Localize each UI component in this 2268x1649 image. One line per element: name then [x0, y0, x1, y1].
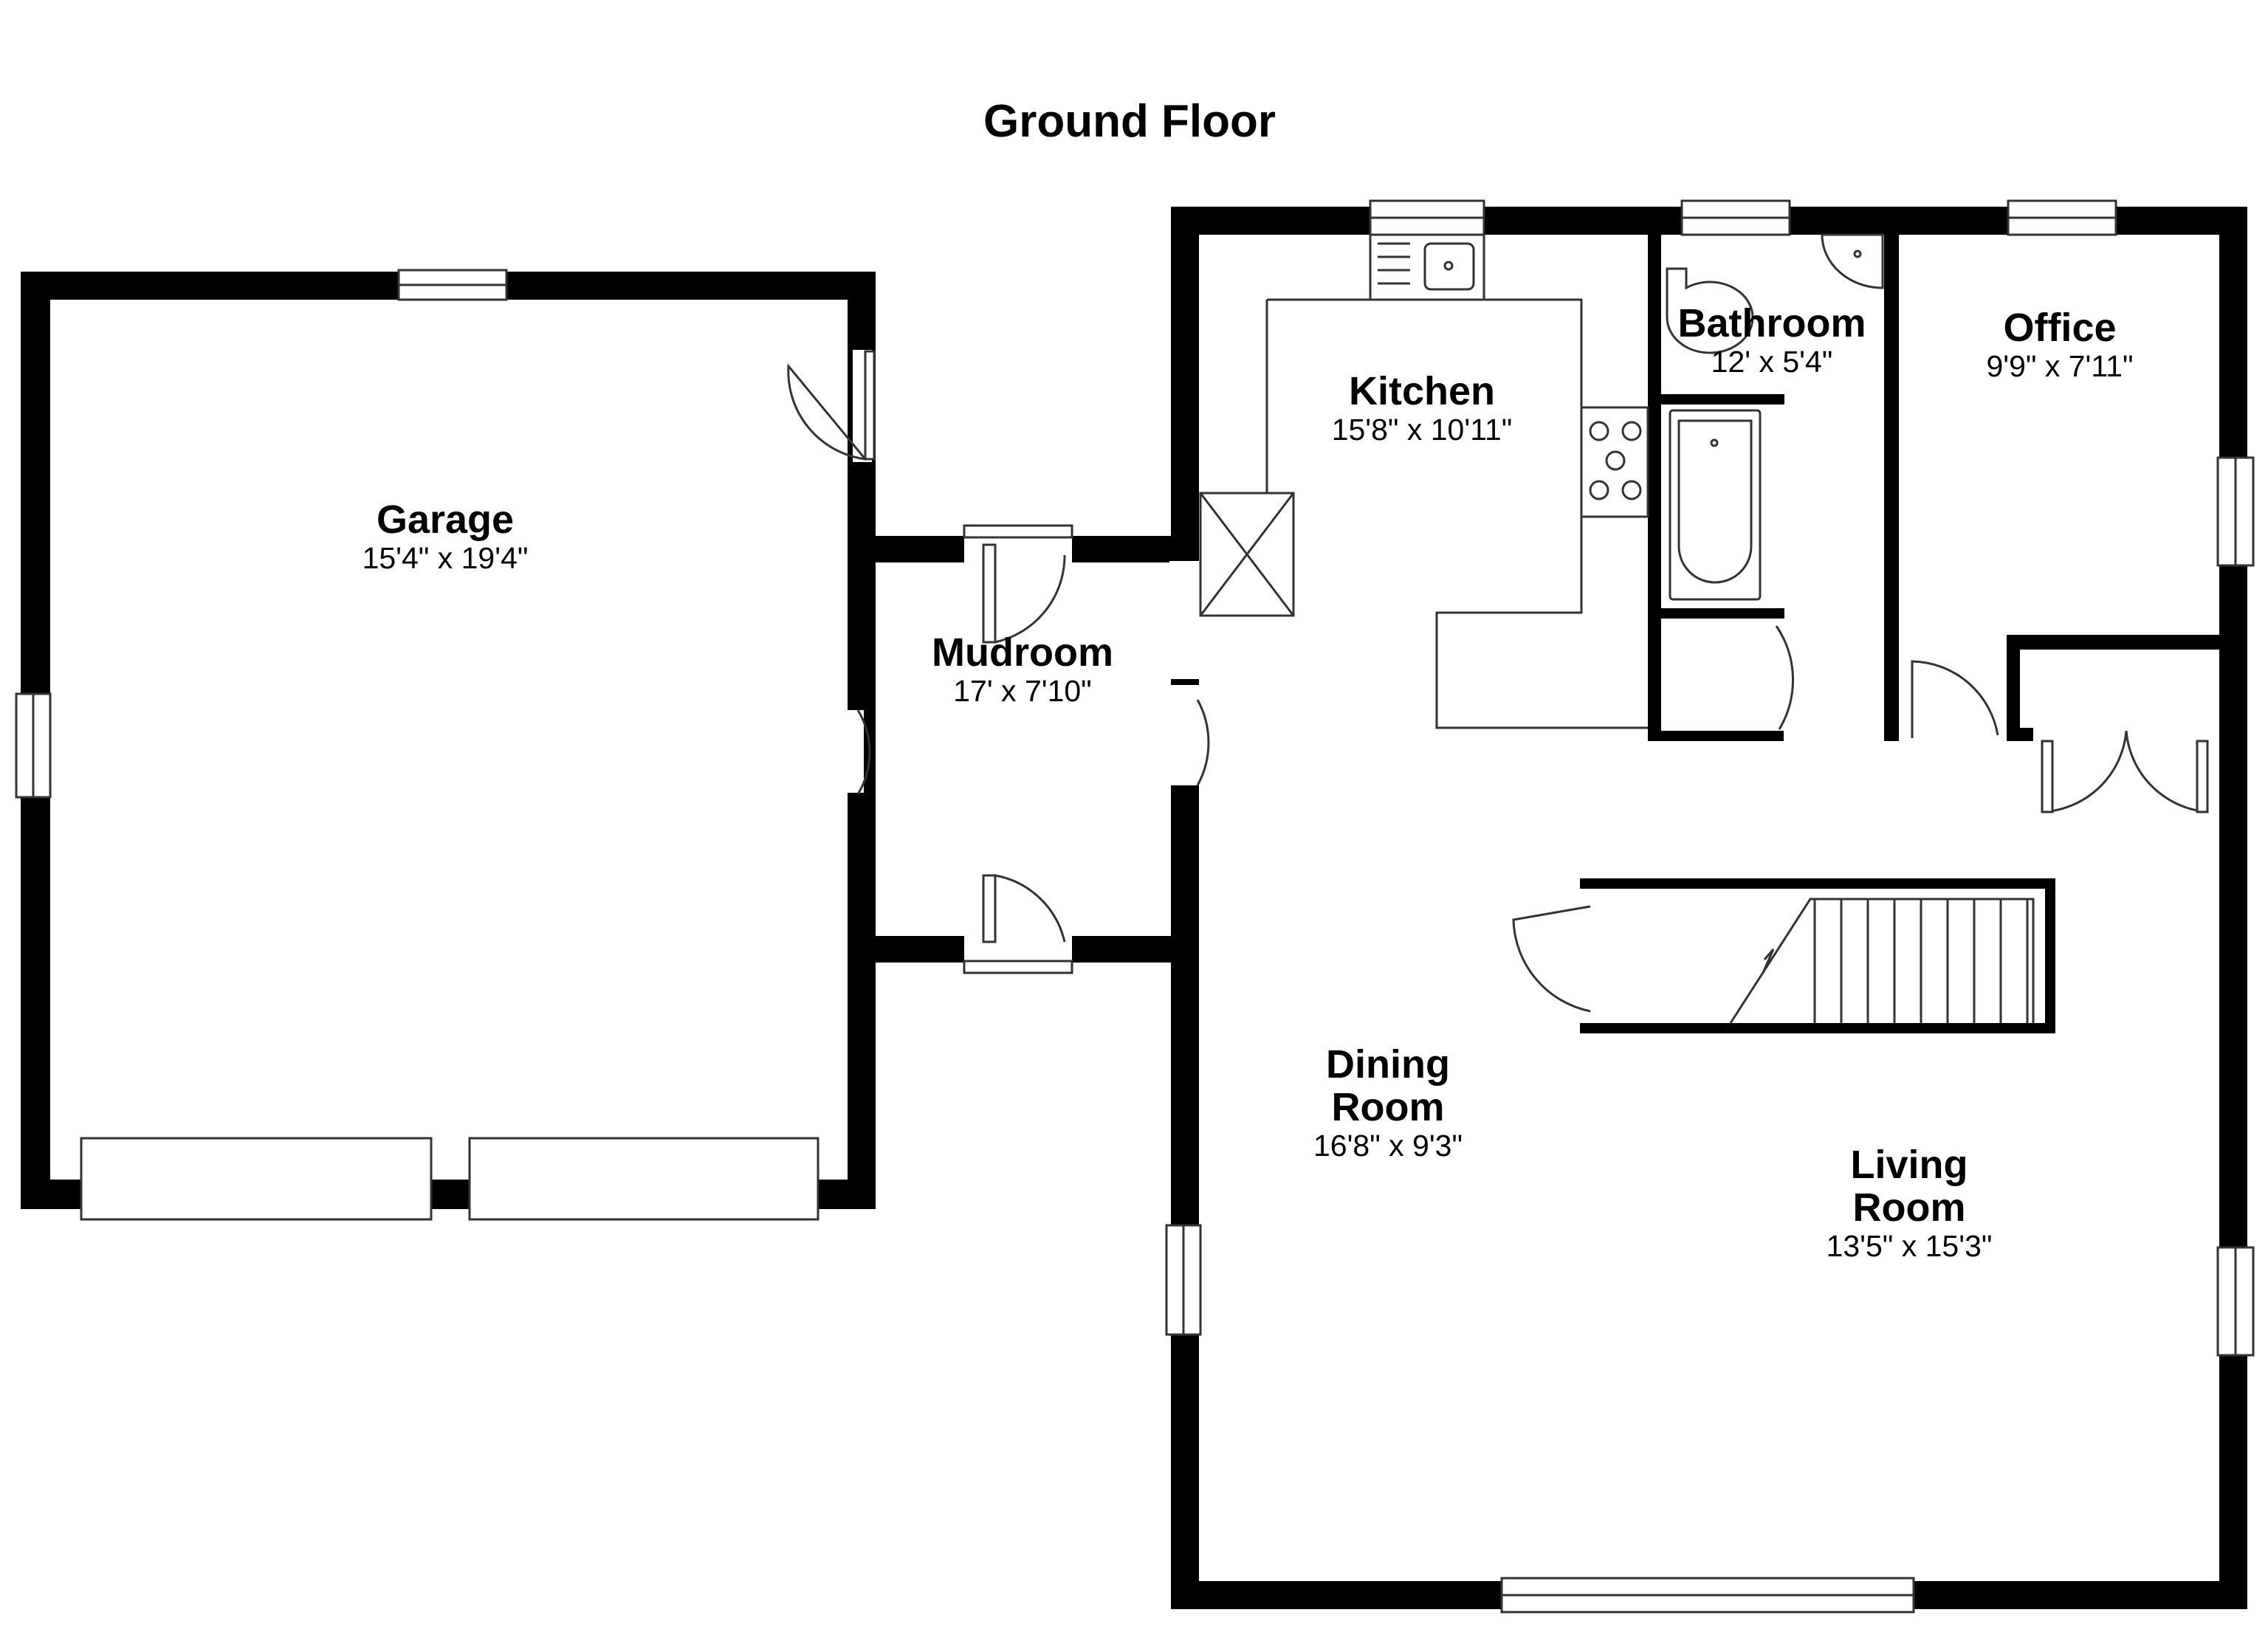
- stove-burner: [1589, 421, 1609, 441]
- bathroom-dims: 12' x 5'4": [1711, 345, 1833, 379]
- living-name-line2: Room: [1853, 1185, 1966, 1230]
- mudroom-window-bottom: [963, 960, 1073, 974]
- office-name: Office: [2003, 306, 2116, 350]
- dining-name-line2: Room: [1332, 1085, 1445, 1129]
- office-wall-bottom: [2007, 635, 2233, 650]
- stair-arrow: [1762, 949, 1775, 974]
- mudroom-top-door-swing: [994, 554, 1066, 644]
- stove-burner: [1621, 421, 1642, 441]
- mudroom-dims: 17' x 7'10": [953, 674, 1092, 708]
- closet-door-swing: [1775, 625, 1794, 730]
- bathroom-wall-right: [1884, 221, 1899, 741]
- garage-side-door-swing: [787, 363, 867, 461]
- bathroom-wall-left: [1648, 221, 1661, 741]
- living-name-line1: Living: [1851, 1143, 1968, 1187]
- garage-wall-bottom-left: [21, 1180, 81, 1209]
- house-wall-right: [2219, 207, 2247, 1609]
- office-door-gap: [1899, 650, 2007, 741]
- mudroom-name: Mudroom: [932, 630, 1113, 675]
- mudroom-kitchen-gap: [1169, 561, 1200, 679]
- office-dims: 9'9" x 7'11": [1986, 349, 2133, 383]
- bathtub: [1669, 409, 1762, 601]
- garage-door-right: [468, 1137, 819, 1221]
- house-wall-left: [1171, 207, 1199, 1609]
- staircase: [1729, 898, 2035, 1024]
- mudroom-bottom-door-swing: [994, 874, 1066, 943]
- windows: [15, 199, 2255, 1614]
- closet-wall-bottom: [1648, 731, 1788, 741]
- closet-wall-top: [1648, 608, 1784, 619]
- garage-wall-bottom-right: [818, 1180, 876, 1209]
- bathroom-corner-sink: [1821, 233, 1884, 289]
- kitchen-fixtures: [1199, 233, 1649, 729]
- office-wall-stub: [2007, 635, 2020, 741]
- stove-burner: [1589, 480, 1609, 500]
- garage-mudroom-door-swing: [856, 709, 871, 795]
- floor-title: Ground Floor: [983, 96, 1276, 147]
- closet-door-gap: [1784, 729, 1852, 743]
- openings: [846, 350, 2219, 965]
- garage-door-left: [80, 1137, 433, 1221]
- walls: [21, 207, 2247, 1609]
- coat-closet-door-swing-right: [2125, 730, 2208, 813]
- bathroom-fixtures: [1666, 233, 1884, 601]
- stove-burner: [1621, 480, 1642, 500]
- doors: [787, 350, 2209, 1013]
- bath-tub-wall: [1648, 394, 1784, 404]
- stair-wall-end: [2045, 878, 2055, 1033]
- mudroom-window-top: [963, 524, 1073, 539]
- kitchen-sink-basin: [1423, 242, 1475, 291]
- garage-name: Garage: [377, 498, 514, 542]
- stair-wall-top: [1580, 878, 2055, 889]
- kitchen-name: Kitchen: [1349, 369, 1495, 413]
- coat-closet-door-swing-left: [2041, 730, 2128, 813]
- living-dims: 13'5" x 15'3": [1827, 1229, 1993, 1263]
- garage-mudroom-door-gap: [846, 710, 864, 793]
- mudroom-dining-door-gap: [1169, 685, 1200, 785]
- kitchen-dims: 15'8" x 10'11": [1332, 413, 1513, 447]
- garage-dims: 15'4" x 19'4": [362, 541, 529, 575]
- stair-wall-bottom: [1580, 1023, 2055, 1033]
- dining-dims: 16'8" x 9'3": [1313, 1129, 1463, 1163]
- garage-wall-bottom-mid: [431, 1180, 470, 1209]
- bathroom-name: Bathroom: [1678, 301, 1866, 345]
- dining-door-swing: [1196, 699, 1210, 786]
- office-wall-corner: [2007, 728, 2033, 741]
- stove-burner: [1605, 450, 1626, 471]
- toilet: [1666, 267, 1754, 354]
- stair-door-swing: [1512, 905, 1591, 1013]
- kitchen-counter: [1267, 298, 1648, 729]
- office-door-swing: [1911, 660, 1999, 738]
- dining-name-line1: Dining: [1326, 1042, 1450, 1087]
